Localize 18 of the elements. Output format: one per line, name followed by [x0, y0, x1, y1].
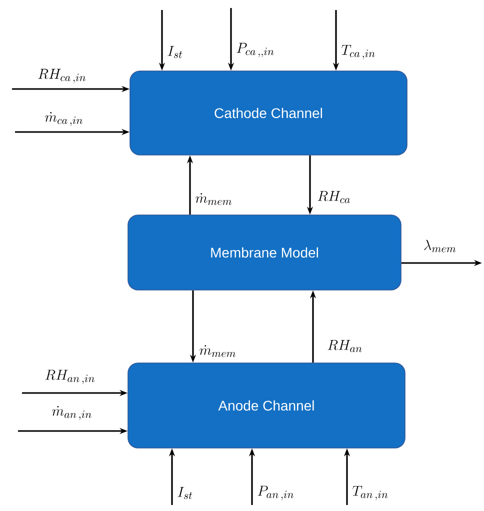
edge-label: $\dot{m}_{an\,,in}$ [52, 406, 92, 420]
edge-label: $\dot{m}_{mem}$ [196, 193, 232, 205]
edge-label: $RH_{ca}$ [318, 191, 350, 204]
edge-label: $T_{ca\,,in}$ [342, 44, 375, 60]
edge-label: $\lambda_{mem}$ [424, 240, 456, 252]
edge-label: $RH_{an\,,in}$ [45, 370, 94, 384]
edge-label: $RH_{an}$ [328, 340, 362, 352]
edge-label: $\dot{m}_{mem}$ [200, 345, 236, 357]
edge-label: $I_{st}$ [178, 487, 192, 500]
process-box: Cathode Channel [130, 70, 408, 156]
edge-label: $\dot{m}_{ca\,,in}$ [45, 112, 82, 126]
process-box: Anode Channel [128, 362, 406, 448]
edge-label: $RH_{ca\,,in}$ [38, 68, 86, 84]
edge-label: $P_{an\,,in}$ [258, 486, 294, 500]
edge-label: $T_{an\,,in}$ [352, 486, 388, 500]
edge-label: $P_{ca\,,,in}$ [236, 42, 274, 58]
edge-label: $I_{st}$ [168, 46, 182, 58]
process-box: Membrane Model [128, 214, 402, 290]
